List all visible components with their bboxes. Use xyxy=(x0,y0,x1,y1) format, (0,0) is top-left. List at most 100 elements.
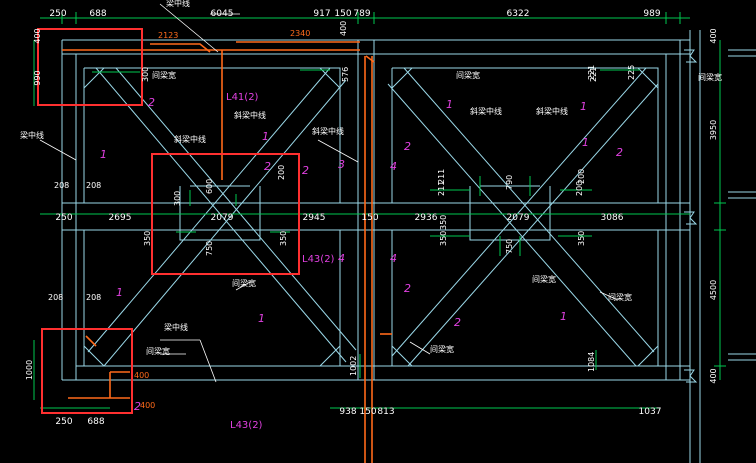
haunch-num-2: 1 xyxy=(262,130,269,143)
dim-mid-6: 2079 xyxy=(507,213,530,223)
label-center-line-left: 梁中线 xyxy=(20,130,44,140)
dims-left: 400 990 1000 xyxy=(25,28,42,380)
dim-bottom-2: 938 xyxy=(339,407,356,417)
dim-small-13: 225 xyxy=(627,65,636,80)
dim-small-4: 600 xyxy=(205,179,214,194)
haunch-num-9: 1 xyxy=(446,98,453,111)
dim-top-6: 6322 xyxy=(507,9,530,19)
label-haunch-width-right: 间梁宽 xyxy=(698,72,722,82)
dims-top: 250 688 6045 917 150 789 6322 989 xyxy=(49,9,660,19)
dim-mid-3: 2945 xyxy=(303,213,326,223)
highlight-box-bottom-left-corner[interactable] xyxy=(41,328,133,414)
dim-small-0: 208 xyxy=(54,181,69,190)
dim-small-25: 576 xyxy=(341,67,350,82)
dim-bottom-0: 250 xyxy=(55,417,72,427)
dim-top-1: 688 xyxy=(89,9,106,19)
dims-right: 400 3950 4500 400 xyxy=(709,28,718,383)
dim-mid-4: 150 xyxy=(361,213,378,223)
haunch-num-11: 2 xyxy=(616,146,623,159)
dim-small-14: 221 xyxy=(587,65,596,80)
dim-right-0: 400 xyxy=(709,28,718,43)
dim-small-21: 200 xyxy=(575,181,584,196)
label-haunch-width-tr: 间梁宽 xyxy=(456,70,480,80)
dim-mid-5: 2936 xyxy=(415,213,438,223)
dim-right-2: 4500 xyxy=(709,280,718,300)
dim-small-11: 200 xyxy=(577,169,586,184)
dim-right-1: 3950 xyxy=(709,120,718,140)
label-haunch-width-center: 间梁宽 xyxy=(232,278,256,288)
dim-top-2: 6045 xyxy=(211,9,234,19)
haunch-num-6: 4 xyxy=(390,160,397,173)
beam-id-l43-bottom: L43(2) xyxy=(230,420,263,431)
dim-small-1: 208 xyxy=(86,181,101,190)
dim-left-0: 400 xyxy=(33,28,42,43)
haunch-num-0: 1 xyxy=(100,148,107,161)
dims-small: 208 208 208 208 600 300 200 350 350 750 … xyxy=(48,21,636,376)
dim-mid-7: 3086 xyxy=(601,213,624,223)
highlight-box-center-node[interactable] xyxy=(151,153,300,275)
dim-mid-1: 2695 xyxy=(109,213,132,223)
haunch-num-14: 2 xyxy=(404,282,411,295)
highlight-box-top-left-corner[interactable] xyxy=(37,28,143,106)
dim-small-17: 350 xyxy=(577,231,586,246)
label-haunch-width-tl: 间梁宽 xyxy=(152,70,176,80)
label-haunch-width-br2: 间梁宽 xyxy=(608,292,632,302)
column-markers xyxy=(684,30,756,463)
haunch-num-8: 2 xyxy=(404,140,411,153)
dim-top-3: 917 xyxy=(313,9,330,19)
label-diag-center-tr2: 斜梁中线 xyxy=(536,106,568,116)
rebar-anno-3: 400 xyxy=(140,401,155,410)
beam-labels: 梁中线 梁中线 斜梁中线 斜梁中线 斜梁中线 间梁宽 间梁宽 斜梁中线 斜梁中线… xyxy=(20,0,722,356)
dim-small-8: 350 xyxy=(279,231,288,246)
haunch-num-16: 1 xyxy=(560,310,567,323)
label-haunch-width-bl: 间梁宽 xyxy=(146,346,170,356)
dim-small-22: 1002 xyxy=(349,356,358,376)
dim-small-12: 211 xyxy=(437,169,446,184)
beam-id-l43-center: L43(2) xyxy=(302,254,335,265)
dim-small-10: 350 xyxy=(439,231,448,246)
haunch-num-3: 2 xyxy=(302,164,309,177)
dim-small-2: 208 xyxy=(48,293,63,302)
dim-top-0: 250 xyxy=(49,9,66,19)
dim-small-9: 750 xyxy=(205,241,214,256)
label-diag-center-mid: 斜梁中线 xyxy=(234,110,266,120)
haunch-num-4: 3 xyxy=(338,158,345,171)
haunch-num-15: 2 xyxy=(454,316,461,329)
dim-bottom-3: 150 xyxy=(359,407,376,417)
beam-ids: L41(2) L43(2) L43(2) xyxy=(226,92,335,431)
dims-bottom: 250 688 938 150 813 1037 xyxy=(55,407,661,427)
haunch-num-17: 2 xyxy=(264,160,271,173)
label-haunch-width-bm: 间梁宽 xyxy=(430,344,454,354)
dim-top-7: 989 xyxy=(643,9,660,19)
dim-mid-0: 250 xyxy=(55,213,72,223)
dim-bottom-1: 688 xyxy=(87,417,104,427)
dim-small-18: 350 xyxy=(439,215,448,230)
haunch-num-7: 4 xyxy=(390,252,397,265)
dims-mid: 250 2695 2079 2945 150 2936 2079 3086 xyxy=(55,213,623,223)
dim-small-20: 211 xyxy=(437,181,446,196)
haunch-num-10: 1 xyxy=(580,100,587,113)
dim-top-5: 789 xyxy=(353,9,370,19)
rebar-anno-2: 400 xyxy=(134,371,149,380)
dim-small-5: 300 xyxy=(173,191,182,206)
label-center-line-top: 梁中线 xyxy=(166,0,190,8)
dim-small-23: 1084 xyxy=(587,352,596,372)
label-haunch-width-br: 间梁宽 xyxy=(532,274,556,284)
rebar-lines xyxy=(62,41,392,463)
highlight-boxes[interactable] xyxy=(37,28,300,414)
haunch-num-5: 4 xyxy=(338,252,345,265)
dim-bottom-5: 1037 xyxy=(639,407,662,417)
beam-id-l41: L41(2) xyxy=(226,92,259,103)
dim-small-6: 200 xyxy=(277,165,286,180)
dim-bottom-4: 813 xyxy=(377,407,394,417)
rebar-annotations: 2123 2340 400 400 xyxy=(134,29,310,410)
haunch-numbers: 1 2 1 2 3 4 4 4 2 1 1 2 1 1 2 2 1 2 2 1 xyxy=(100,96,623,413)
leader-lines xyxy=(39,3,619,383)
haunch-num-1: 2 xyxy=(148,96,155,109)
dim-left-1: 990 xyxy=(33,70,42,85)
dim-small-19: 750 xyxy=(505,239,514,254)
dim-top-4: 150 xyxy=(334,9,351,19)
dimension-lines xyxy=(33,12,726,409)
dim-small-26: 400 xyxy=(339,21,348,36)
